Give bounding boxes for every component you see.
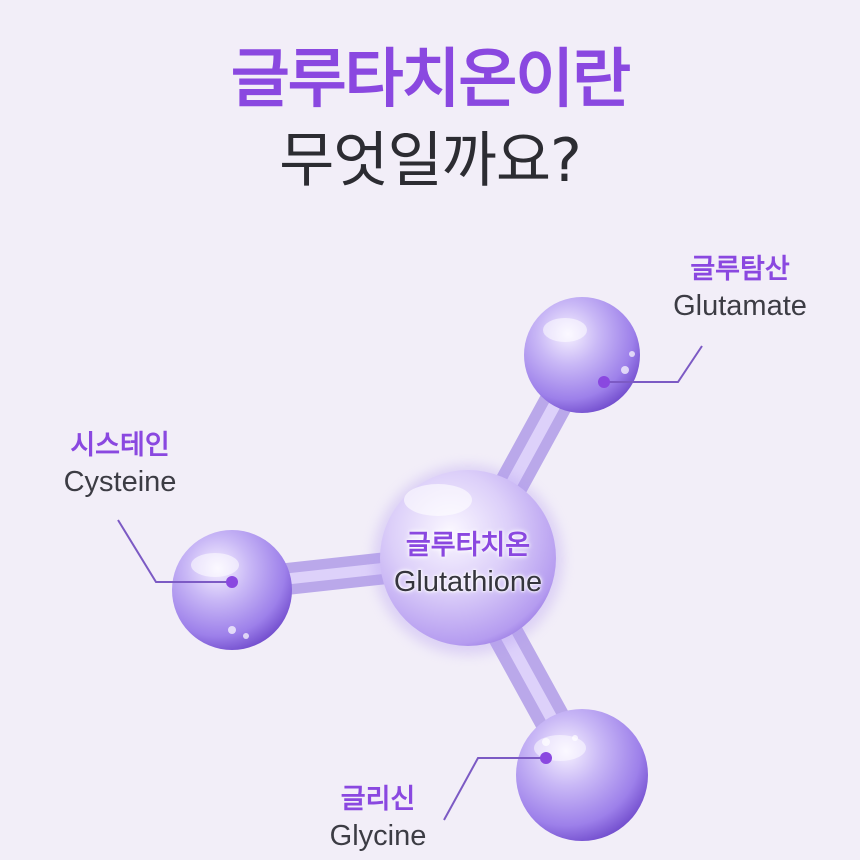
label-glutamate-korean: 글루탐산 (690, 254, 790, 285)
leader-glutamate (604, 345, 703, 383)
label-cysteine-korean: 시스테인 (70, 430, 170, 461)
label-glutathione-korean: 글루타치온 (405, 530, 531, 561)
label-glutamate: 글루탐산 Glutamate (640, 252, 840, 324)
sphere-glycine (516, 709, 648, 841)
label-glycine: 글리신 Glycine (278, 782, 478, 854)
page-title: 글루타치온이란 (230, 43, 631, 117)
label-glutathione-english: Glutathione (393, 566, 543, 598)
leader-glycine (443, 757, 546, 821)
label-glutamate-english: Glutamate (673, 290, 807, 322)
sphere-glutathione (380, 470, 556, 646)
label-glycine-korean: 글리신 (340, 784, 416, 815)
page-subtitle: 무엇일까요? (279, 126, 582, 196)
label-glutathione: 글루타치온 Glutathione (368, 528, 568, 600)
leader-lines (117, 345, 703, 821)
label-cysteine: 시스테인 Cysteine (20, 428, 220, 500)
label-cysteine-english: Cysteine (63, 466, 177, 498)
leader-cysteine (117, 519, 232, 583)
sphere-glutamate (524, 297, 640, 413)
sphere-cysteine (172, 530, 292, 650)
label-glycine-english: Glycine (329, 820, 427, 852)
